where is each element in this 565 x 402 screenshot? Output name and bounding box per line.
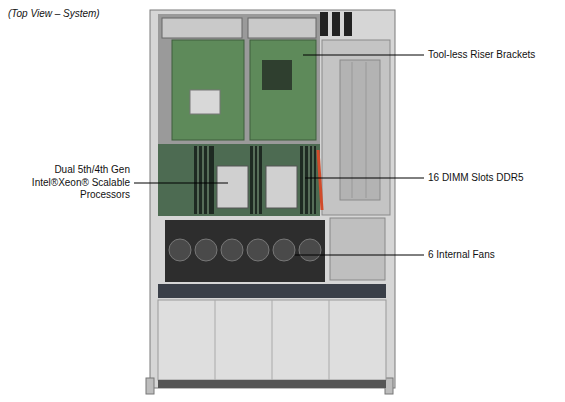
riser-bracket: [248, 18, 316, 38]
dimm-slots: [194, 146, 214, 214]
handle: [320, 12, 328, 36]
handle: [332, 12, 340, 36]
psu-bay: [322, 40, 390, 215]
riser-area: [158, 14, 320, 144]
handle: [344, 12, 352, 36]
cpu-heatsink: [217, 166, 248, 208]
bay-line: [272, 300, 273, 380]
fans: [169, 239, 321, 261]
riser-card: [172, 40, 244, 140]
drive-cage: [330, 218, 385, 280]
callout-label: Tool-less Riser Brackets: [428, 49, 535, 62]
mount-ear: [146, 378, 154, 394]
chassis: [150, 10, 395, 388]
dimm-slots: [300, 146, 316, 214]
callout-label: Dual 5th/4th Gen Intel®Xeon® Scalable Pr…: [4, 164, 130, 202]
leader-lines: [134, 55, 424, 255]
cable: [318, 150, 322, 210]
fan-bank: [165, 220, 325, 282]
chip: [190, 90, 220, 114]
dimm-slots: [250, 146, 262, 214]
dimm-lines: [198, 146, 313, 214]
cpu-heatsink: [266, 166, 297, 208]
bay-line: [329, 300, 330, 380]
view-title: (Top View – System): [8, 8, 100, 21]
bay-line: [215, 300, 216, 380]
riser-bracket: [162, 18, 242, 38]
front-bay: [158, 300, 386, 380]
motherboard: [158, 144, 320, 216]
callout-label: 16 DIMM Slots DDR5: [428, 172, 524, 185]
psu-bay: [340, 60, 380, 200]
front-edge: [158, 380, 386, 388]
cable-area: [158, 284, 386, 298]
callout-label: 6 Internal Fans: [428, 249, 495, 262]
chip: [262, 60, 292, 90]
